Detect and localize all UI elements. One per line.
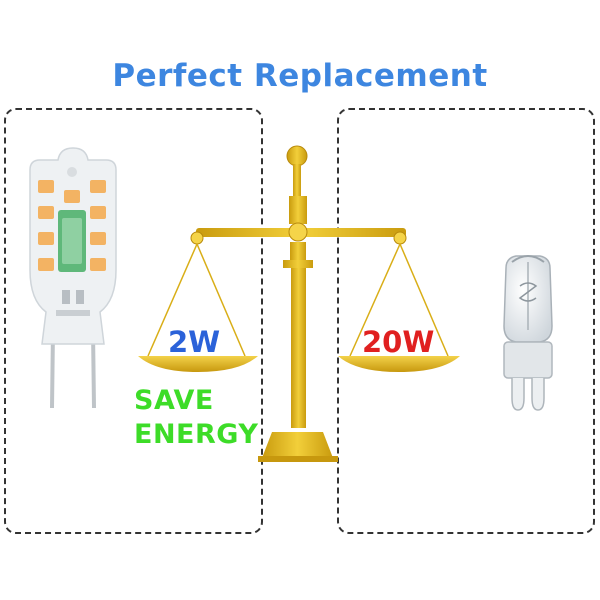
page-title: Perfect Replacement (112, 58, 488, 94)
halogen-bulb-icon (503, 255, 553, 411)
led-panel (4, 108, 263, 534)
led-wattage: 2W (168, 325, 221, 359)
save-energy-line2: ENERGY (134, 419, 259, 450)
save-energy-line1: SAVE (134, 385, 214, 416)
led-bulb-icon (29, 147, 117, 409)
balance-scale-icon (138, 145, 460, 462)
halogen-panel (337, 108, 595, 534)
halogen-wattage: 20W (362, 325, 435, 359)
